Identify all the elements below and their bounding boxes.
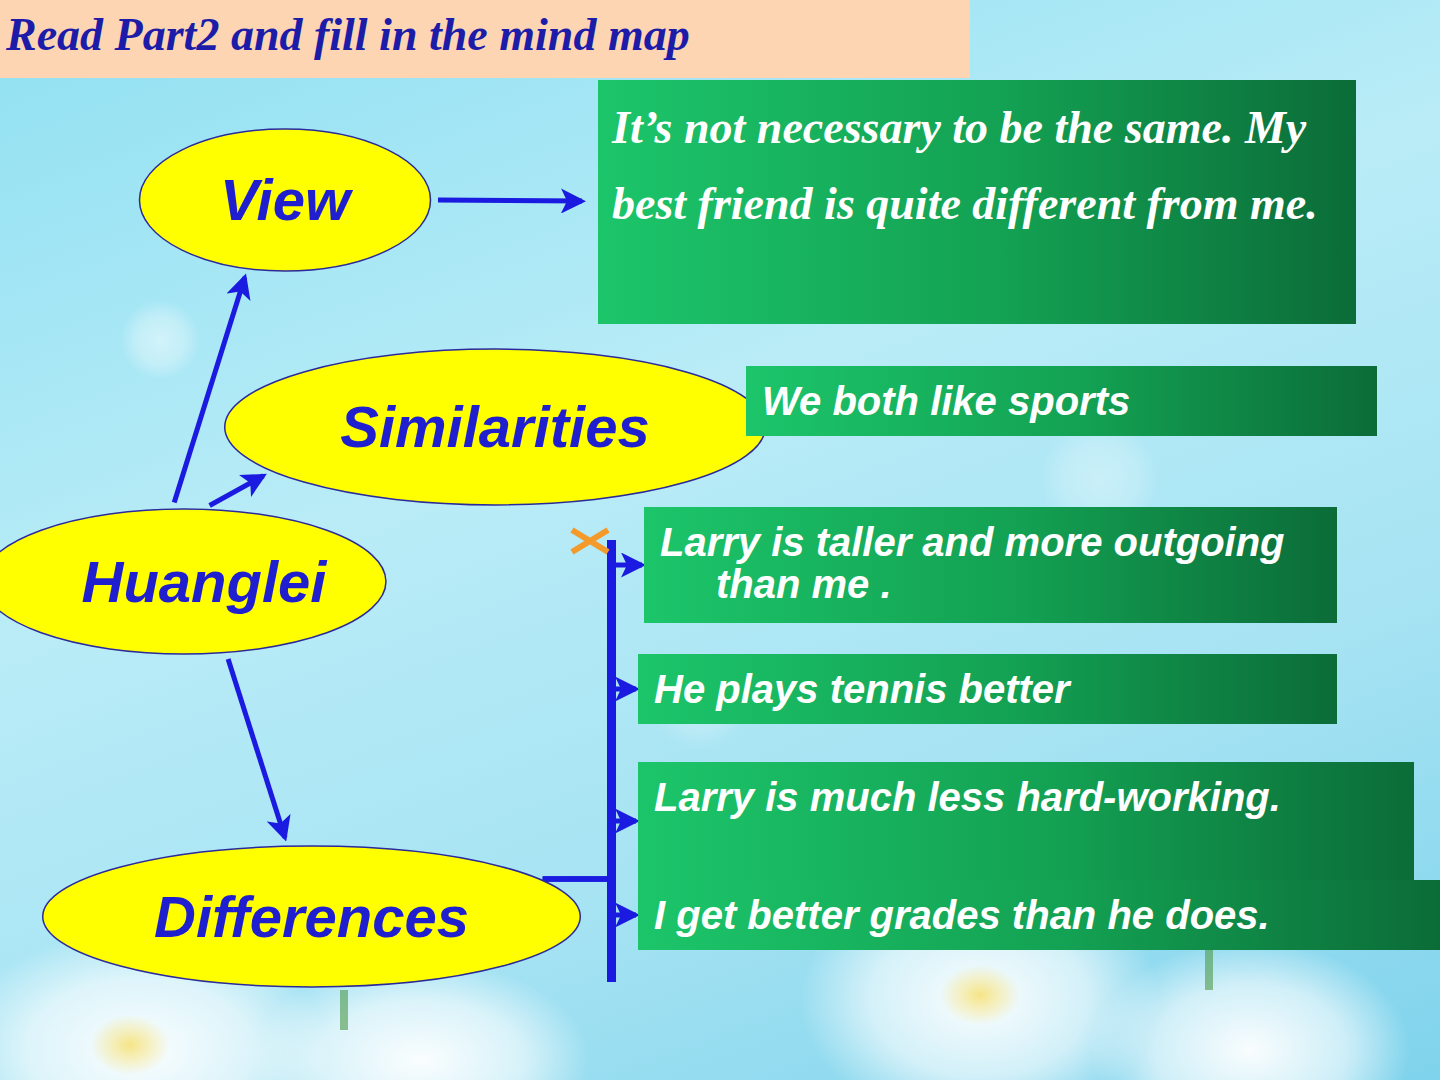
node-text: I get better grades than he does. bbox=[654, 894, 1424, 936]
node-label: Huanglei bbox=[82, 550, 327, 614]
title-band: Read Part2 and fill in the mind map bbox=[0, 0, 970, 78]
node-text: He plays tennis better bbox=[654, 668, 1321, 710]
arrow-connector bbox=[210, 476, 264, 506]
view-box: It’s not necessary to be the same. My be… bbox=[598, 80, 1356, 324]
arrow-connector bbox=[543, 565, 642, 879]
node-label: View bbox=[220, 168, 350, 232]
difference-box: Larry is much less hard-working. bbox=[638, 762, 1414, 880]
arrow-connector bbox=[543, 821, 636, 879]
arrow-connector bbox=[438, 200, 582, 201]
arrow-connector bbox=[174, 277, 245, 502]
difference-box: He plays tennis better bbox=[638, 654, 1337, 724]
node-text: Larry is taller and more outgoing than m… bbox=[660, 521, 1321, 605]
node-text: Larry is much less hard-working. bbox=[654, 776, 1398, 818]
node-text: We both like sports bbox=[762, 380, 1361, 422]
difference-box: I get better grades than he does. bbox=[638, 880, 1440, 950]
center-ellipse: Huanglei bbox=[0, 508, 388, 655]
similarities-ellipse: Similarities bbox=[222, 348, 768, 506]
view-ellipse: View bbox=[138, 128, 432, 272]
node-label: Similarities bbox=[340, 395, 649, 459]
title-text: Read Part2 and fill in the mind map bbox=[0, 0, 970, 61]
node-label: Differences bbox=[154, 885, 469, 949]
node-text: It’s not necessary to be the same. My be… bbox=[612, 90, 1342, 242]
arrow-connector bbox=[228, 659, 285, 838]
arrow-connector bbox=[543, 689, 636, 879]
differences-ellipse: Differences bbox=[40, 845, 583, 988]
similarity-box: We both like sports bbox=[746, 366, 1377, 436]
difference-box: Larry is taller and more outgoing than m… bbox=[644, 507, 1337, 623]
